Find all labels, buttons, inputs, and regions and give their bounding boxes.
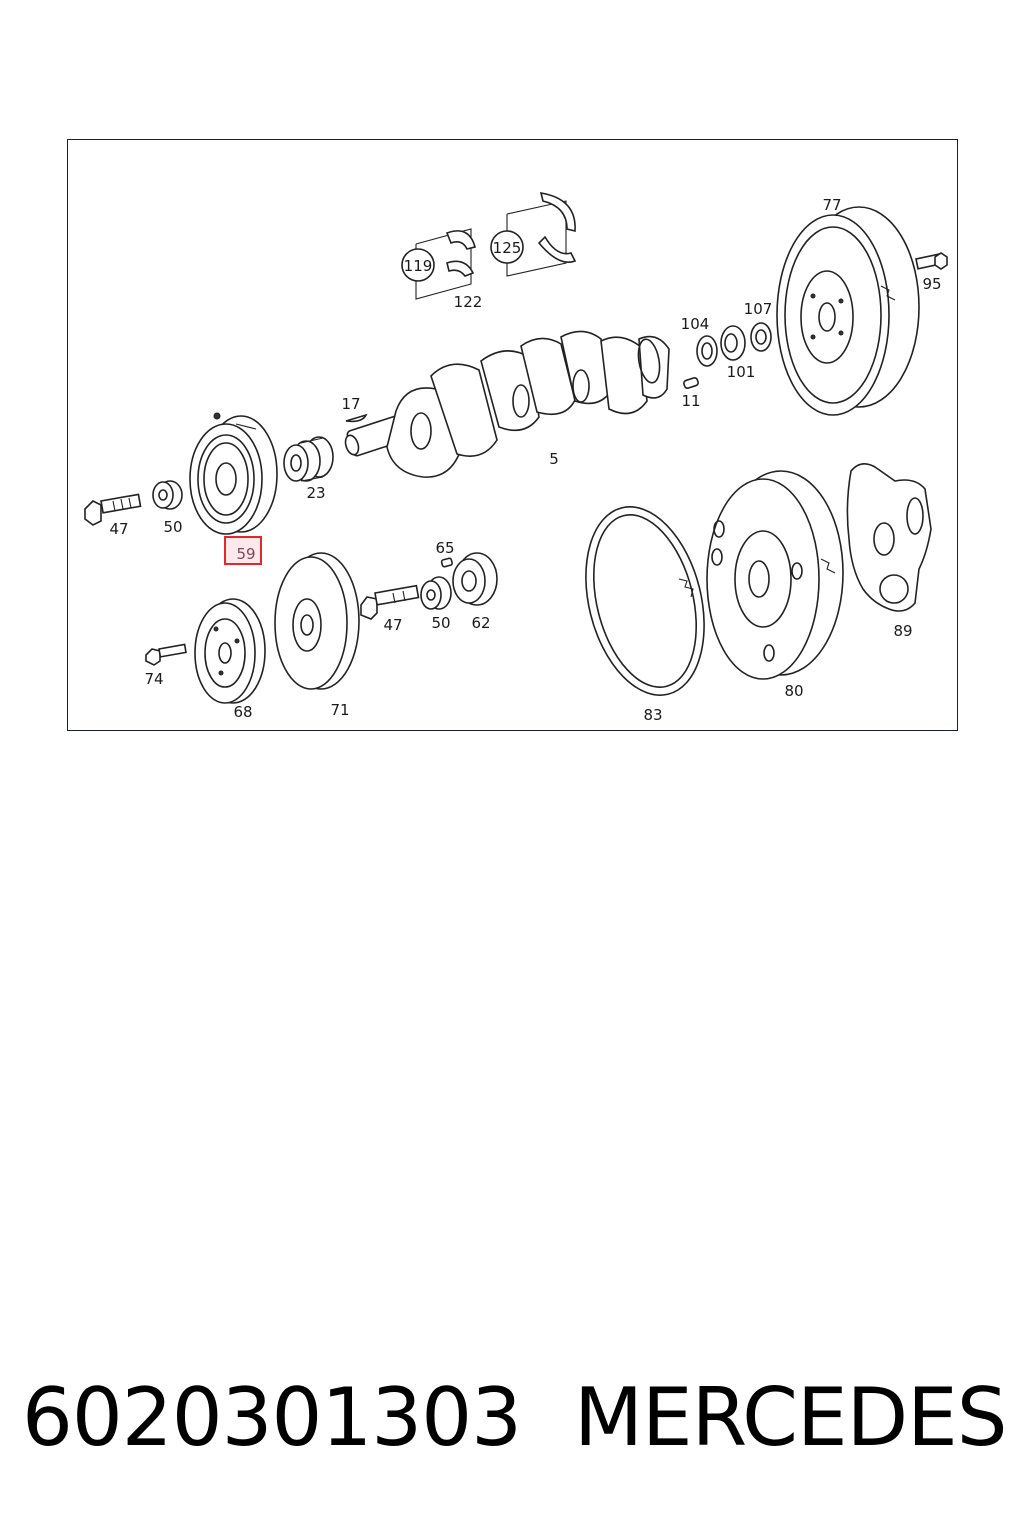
pulley-icon [194, 598, 266, 704]
callout-50-bottom: 50 [431, 614, 450, 632]
hub-icon [440, 552, 498, 606]
diagram-frame: 59 77 95 122 104 107 101 11 17 5 23 47 5… [67, 139, 958, 731]
highlight-label: 59 [236, 545, 255, 563]
callout-77: 77 [822, 196, 841, 214]
callout-50-top: 50 [163, 518, 182, 536]
drive-plate-icon [706, 470, 844, 680]
callout-11: 11 [681, 392, 700, 410]
damper-disc-icon [274, 552, 360, 690]
callout-80: 80 [784, 682, 803, 700]
callout-23: 23 [306, 484, 325, 502]
part-number: 6020301303 [22, 1371, 522, 1464]
woodruff-key-icon [345, 413, 368, 423]
bearing-shell-icon [401, 192, 577, 300]
circled-callout-119: 119 [404, 257, 433, 275]
callout-71: 71 [330, 701, 349, 719]
callout-74: 74 [144, 670, 163, 688]
callout-104: 104 [681, 315, 710, 333]
circled-callout-125: 125 [493, 239, 522, 257]
crank-gear-icon [283, 436, 334, 482]
highlight-box[interactable] [224, 536, 262, 565]
bolt-icon [84, 493, 142, 526]
callout-62: 62 [471, 614, 490, 632]
vibration-damper-icon [189, 412, 278, 535]
callout-107: 107 [744, 300, 773, 318]
crankshaft-icon [344, 330, 670, 478]
callout-68: 68 [233, 703, 252, 721]
callout-95: 95 [922, 275, 941, 293]
callout-17: 17 [341, 395, 360, 413]
callout-65: 65 [435, 539, 454, 557]
pulley-bolt-icon [145, 643, 187, 666]
gasket-icon [846, 463, 932, 612]
seal-icon [683, 322, 772, 389]
washer-icon [152, 480, 183, 510]
flywheel-bolt-icon [915, 252, 948, 270]
ring-icon [585, 506, 705, 696]
callout-89: 89 [893, 622, 912, 640]
callout-47-bottom: 47 [383, 616, 402, 634]
callout-122: 122 [454, 293, 483, 311]
callout-5: 5 [549, 450, 559, 468]
callout-83: 83 [643, 706, 662, 724]
callout-47-top: 47 [109, 520, 128, 538]
flywheel-icon [776, 206, 920, 416]
brand-name: MERCEDES [574, 1371, 1008, 1464]
washer-lower-icon [420, 576, 452, 610]
bolt-lower-icon [360, 584, 420, 620]
exploded-parts-diagram: 59 77 95 122 104 107 101 11 17 5 23 47 5… [84, 192, 948, 724]
callout-101: 101 [727, 363, 756, 381]
